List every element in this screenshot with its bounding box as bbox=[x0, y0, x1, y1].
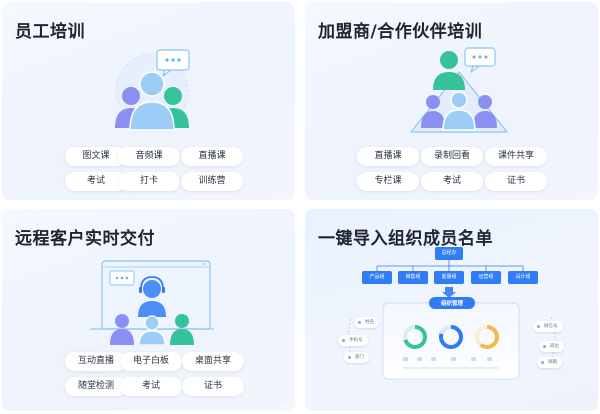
field-dot-icon bbox=[342, 339, 345, 342]
card-title: 远程客户实时交付 bbox=[15, 229, 155, 249]
field-dot-icon bbox=[543, 345, 546, 348]
tag-item[interactable]: 录制回看 bbox=[421, 147, 483, 166]
card-title: 员工培训 bbox=[15, 22, 85, 42]
card-remote-delivery: 远程客户实时交付 互动直播 电子白板 桌面共享 随堂检测 考试 证书 bbox=[2, 209, 295, 411]
tag-item[interactable]: 课件共享 bbox=[485, 147, 547, 166]
tag-item[interactable]: 随堂检测 bbox=[65, 377, 127, 396]
field-pill: 部门 bbox=[344, 352, 369, 363]
tag-item[interactable]: 电子白板 bbox=[120, 352, 182, 371]
tag-item[interactable]: 互动直播 bbox=[65, 352, 127, 371]
field-pill: 邮箱 bbox=[537, 357, 562, 368]
tag-item[interactable]: 专栏课 bbox=[357, 172, 419, 191]
tag-item[interactable]: 考试 bbox=[421, 172, 483, 191]
tag-item[interactable]: 证书 bbox=[485, 172, 547, 191]
tag-item[interactable]: 图文课 bbox=[65, 147, 127, 166]
card-employee-training: 员工培训 图文课 音频课 直播课 考试 打卡 训练营 bbox=[2, 2, 295, 200]
org-department-node: 产品组 bbox=[362, 271, 392, 284]
field-dot-icon bbox=[348, 356, 351, 359]
card-import-members: 一键导入组织成员名单 总经办 产品组 销售组 客服组 运营组 设计组 bbox=[305, 209, 598, 411]
card-partner-training: 加盟商/合作伙伴培训 直播课 录制回看 课件共享 专栏课 考试 证书 bbox=[305, 2, 598, 200]
field-dot-icon bbox=[358, 321, 361, 324]
tag-item[interactable]: 考试 bbox=[120, 377, 182, 396]
card-title: 加盟商/合作伙伴培训 bbox=[318, 22, 483, 42]
field-pill: 微信号 bbox=[533, 321, 563, 332]
field-dot-icon bbox=[541, 361, 544, 364]
org-department-node: 客服组 bbox=[434, 271, 464, 284]
org-management-panel bbox=[382, 297, 520, 380]
tag-item[interactable]: 考试 bbox=[65, 172, 127, 191]
field-dot-icon bbox=[537, 325, 540, 328]
field-pill: 手机号 bbox=[338, 335, 368, 346]
tag-item[interactable]: 音频课 bbox=[118, 147, 180, 166]
remote-screen-illustration bbox=[90, 260, 214, 345]
org-root-node: 总经办 bbox=[435, 247, 463, 260]
tag-item[interactable]: 证书 bbox=[182, 377, 244, 396]
tag-item[interactable]: 直播课 bbox=[357, 147, 419, 166]
tag-item[interactable]: 训练营 bbox=[181, 172, 243, 191]
panel-title: 组织管理 bbox=[440, 301, 463, 307]
field-pill: 姓名 bbox=[354, 317, 379, 328]
tag-item[interactable]: 打卡 bbox=[118, 172, 180, 191]
org-department-node: 设计组 bbox=[508, 271, 538, 284]
org-department-node: 销售组 bbox=[398, 271, 428, 284]
field-pill: 岗位 bbox=[539, 341, 564, 352]
card-title: 一键导入组织成员名单 bbox=[318, 229, 493, 249]
org-department-node: 运营组 bbox=[471, 271, 501, 284]
tag-item[interactable]: 直播课 bbox=[181, 147, 243, 166]
people-chat-illustration bbox=[115, 49, 190, 131]
presenter-audience-illustration bbox=[410, 47, 508, 133]
tag-item[interactable]: 桌面共享 bbox=[182, 352, 244, 371]
